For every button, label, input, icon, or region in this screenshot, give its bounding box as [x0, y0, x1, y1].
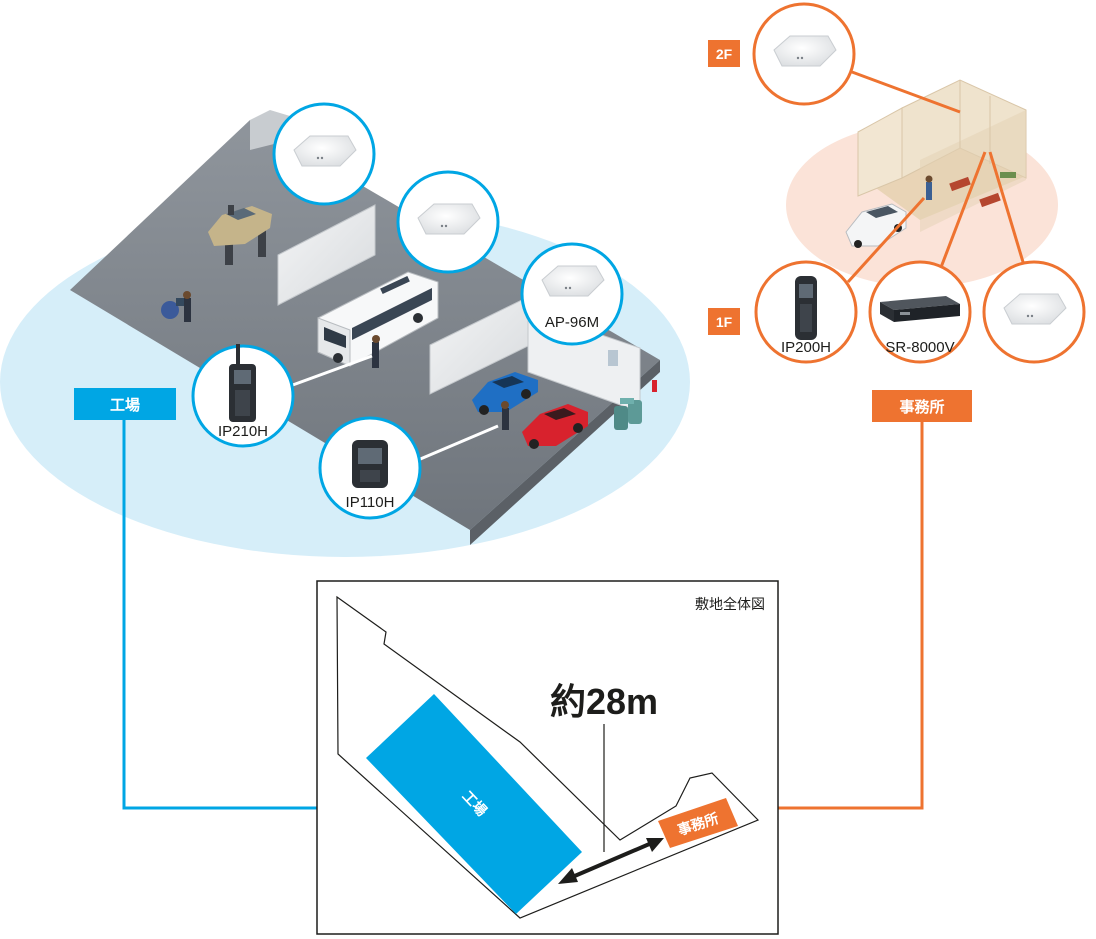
floor-1f-badge: 1F [708, 308, 740, 335]
factory-connector [122, 420, 410, 810]
bus [317, 271, 439, 367]
factory-ap-1 [272, 102, 376, 206]
office-label-badge: 事務所 [872, 390, 972, 422]
ap2f-link [851, 70, 961, 114]
access-point-icon [773, 35, 837, 67]
compact-radio-icon [352, 440, 388, 488]
ip200h-label: IP200H [781, 339, 831, 356]
access-point-icon [1003, 293, 1067, 325]
distance-arrow [569, 840, 655, 880]
factory-ap-2 [396, 170, 500, 274]
factory-scene [0, 110, 690, 557]
office-connector [745, 422, 924, 810]
office-label: 事務所 [899, 398, 944, 416]
ip110h-link [417, 424, 499, 462]
ap-model-label: AP-96M [545, 314, 599, 331]
blue-car [472, 372, 538, 415]
ip210h-link [289, 354, 373, 388]
distance-arrow-head-right [646, 838, 664, 852]
access-point-icon [541, 265, 605, 297]
distance-label: 約28m [550, 681, 658, 722]
access-point-icon [293, 135, 357, 167]
wall-window [608, 350, 618, 366]
ip210h-device: IP210H [191, 344, 295, 448]
distance-arrow-head-left [558, 868, 578, 884]
bus-worker [372, 335, 380, 368]
ip110h-device: IP110H [318, 416, 422, 520]
factory-ap-3: AP-96M [520, 242, 624, 346]
handheld-radio-icon [229, 344, 256, 422]
ip210h-label: IP210H [218, 423, 268, 440]
cordless-phone-icon [795, 276, 817, 340]
factory-label: 工場 [110, 397, 140, 414]
office-right-wall [920, 110, 1026, 232]
office-block [658, 798, 738, 848]
floor-2f-badge: 2F [708, 40, 740, 67]
ap1f-link [988, 151, 1028, 273]
sr8000v-device: SR-8000V [868, 260, 972, 364]
site-map: 敷地全体図 工場 事務所 約28m [316, 580, 779, 935]
red-car [522, 404, 588, 449]
floor-2f-label: 2F [716, 46, 733, 62]
access-point-icon [417, 203, 481, 235]
office-ap-1f [982, 260, 1086, 364]
site-map-title: 敷地全体図 [695, 596, 765, 612]
office-ap-2f [752, 2, 856, 106]
ip200h-device: IP200H [754, 260, 858, 364]
lifted-car [208, 205, 272, 265]
tire-worker [161, 291, 191, 322]
sr8000v-link [938, 151, 987, 271]
server-unit-icon [880, 296, 960, 322]
sr8000v-label: SR-8000V [885, 339, 954, 356]
ip110h-label: IP110H [346, 494, 395, 511]
oil-barrels [614, 398, 642, 430]
site-outline [336, 595, 760, 919]
partition-wall-1 [277, 204, 376, 306]
factory-floor-edge [470, 360, 660, 545]
ip200h-link [846, 196, 926, 284]
office-scene [786, 79, 1058, 287]
floor-1f-label: 1F [716, 314, 733, 330]
factory-block [366, 694, 582, 914]
fire-extinguisher [652, 380, 657, 392]
car-worker [501, 401, 509, 430]
factory-label-badge: 工場 [74, 388, 176, 420]
